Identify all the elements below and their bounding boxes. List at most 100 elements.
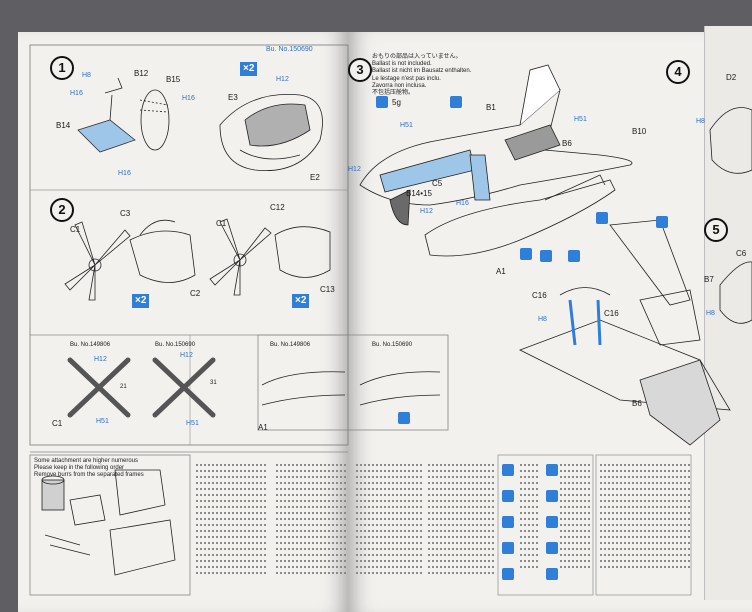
step-5-number: 5 — [704, 218, 728, 242]
legend-icon-10 — [546, 568, 558, 580]
x2-badge-step1: ×2 — [240, 62, 258, 76]
paint-icon — [450, 96, 462, 108]
step-1-number: 1 — [50, 56, 74, 80]
label-c6: C6 — [736, 249, 747, 258]
label-h12-prop1: H12 — [94, 356, 107, 363]
hull-inset-1 — [261, 371, 346, 386]
label-a1-inset: A1 — [258, 423, 268, 432]
label-h12-wing: H12 — [420, 208, 433, 215]
label-e3: E3 — [228, 93, 238, 102]
legend-icon-5 — [502, 568, 514, 580]
label-b14: B14 — [56, 121, 71, 130]
label-c16-right: C16 — [604, 309, 619, 318]
legend-icon-8 — [546, 516, 558, 528]
legend-icon-column — [497, 454, 594, 596]
label-b7: B7 — [704, 275, 714, 284]
x2-badge-step2-left: ×2 — [132, 294, 150, 308]
label-h8-s5: H8 — [706, 310, 715, 317]
fine-print-col1 — [196, 460, 268, 578]
label-bu-150690-props: Bu. No.150690 — [155, 342, 196, 348]
legend-icon-9 — [546, 542, 558, 554]
label-bu-150690: Bu. No.150690 — [266, 46, 313, 53]
wing-assembly — [519, 319, 731, 411]
ballast-note-fr: Le lestage n'est pas inclu. — [372, 75, 441, 82]
prop-cross-1 — [67, 357, 131, 418]
label-h12-s3: H12 — [348, 166, 361, 173]
label-h12: H12 — [276, 76, 289, 83]
legend-icon-1 — [502, 464, 514, 476]
x2-badge-step2-right: ×2 — [292, 294, 310, 308]
wing-flap-b6 — [639, 359, 721, 446]
legend-left: Some attachment are higher numerous Plea… — [34, 458, 184, 480]
legend-icon-2 — [502, 490, 514, 502]
legend-icon-4 — [502, 542, 514, 554]
ballast-notice: おもりの部品は入っていません。 Ballast is not included.… — [372, 54, 471, 97]
aircraft-fuselage-step3 — [359, 64, 633, 206]
legend-line-1: Some attachment are higher numerous — [34, 458, 139, 464]
prop-cross-2 — [152, 357, 216, 418]
propeller-assembly-right — [209, 218, 331, 296]
fine-print-col2 — [276, 460, 346, 578]
label-h8: H8 — [82, 72, 91, 79]
color-notes-text — [600, 460, 690, 572]
label-h12-prop2: H12 — [180, 352, 193, 359]
label-c1-inset: C1 — [52, 419, 63, 428]
label-c13: C13 — [320, 285, 335, 294]
ballast-note-it: Zavorra non inclusa. — [372, 82, 427, 89]
label-a1: A1 — [496, 267, 506, 276]
tail-fin — [609, 219, 691, 306]
fine-print-col4 — [428, 460, 494, 578]
label-c2: C2 — [190, 289, 201, 298]
ballast-note-de: Ballast ist nicht im Bausatz enthalten. — [372, 68, 472, 75]
label-bu-149806-props: Bu. No.149806 — [70, 342, 111, 348]
icon-legend-text-2 — [560, 460, 590, 572]
tool-sketches — [41, 469, 176, 576]
label-h51-top: H51 — [574, 116, 587, 123]
label-21: 21 — [120, 384, 127, 390]
icon-legend-text-1 — [520, 460, 540, 572]
label-c1-left: C1 — [70, 225, 81, 234]
label-h51-b: H51 — [400, 122, 413, 129]
label-b6: B6 — [562, 139, 572, 148]
legend-icon-7 — [546, 490, 558, 502]
propeller-assembly-left — [64, 219, 196, 301]
paint-icon-2 — [520, 248, 532, 260]
stand-base-b14 — [77, 119, 136, 153]
label-c16-left: C16 — [532, 291, 547, 300]
label-c5: C5 — [432, 179, 443, 188]
label-5g: 5g — [392, 98, 401, 107]
label-31: 31 — [210, 380, 217, 386]
paint-icon-3 — [540, 250, 552, 262]
paint-icon-hull — [398, 412, 410, 424]
legend-icon-6 — [546, 464, 558, 476]
fine-print-col3 — [356, 460, 422, 578]
label-e2: E2 — [310, 173, 320, 182]
label-b6-wing: B6 — [632, 399, 642, 408]
label-d2: D2 — [726, 73, 737, 82]
label-b12: B12 — [134, 69, 149, 78]
canopy-glass — [389, 189, 411, 226]
ballast-note-en: Ballast is not included. — [372, 61, 432, 68]
legend-line-3: Remove burrs from the separated frames — [34, 472, 144, 479]
weight-icon — [376, 96, 388, 108]
label-h16-b: H16 — [182, 95, 195, 102]
paint-icon-4 — [568, 250, 580, 262]
label-b10: B10 — [632, 127, 647, 136]
paint-icon-5 — [596, 212, 608, 224]
label-b15: B15 — [166, 75, 181, 84]
label-c1-right: C1 — [216, 219, 227, 228]
next-page-flap — [704, 26, 752, 600]
label-h51-prop1: H51 — [96, 418, 109, 425]
label-h16-c: H16 — [118, 170, 131, 177]
label-c3: C3 — [120, 209, 131, 218]
legend-box-left — [29, 454, 191, 596]
step-3-number: 3 — [348, 58, 372, 82]
legend-icon-3 — [502, 516, 514, 528]
aircraft-lower-fuselage — [424, 174, 616, 257]
ballast-note-ja: おもりの部品は入っていません。 — [372, 54, 462, 60]
label-b1: B1 — [486, 103, 496, 112]
label-h8-s4: H8 — [696, 118, 705, 125]
canopy-e3 — [219, 94, 323, 172]
